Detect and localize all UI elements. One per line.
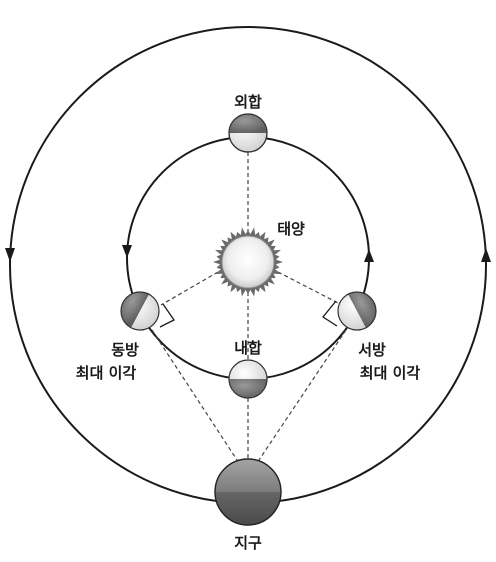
sight-lines	[151, 152, 347, 461]
planet-western-elongation	[337, 291, 377, 331]
earth-orbit-arrow-left	[5, 248, 15, 262]
label-sun: 태양	[277, 220, 305, 238]
planet-orbit-arrow-left	[122, 245, 132, 258]
sun-to-east-line	[160, 271, 219, 306]
earth-icon	[214, 458, 282, 526]
label-western-elongation-line2: 최대 이각	[360, 364, 421, 382]
earth-orbit-arrow-right	[481, 248, 491, 262]
west-to-earth-line	[258, 329, 347, 461]
label-western-elongation-line1: 서방	[358, 341, 386, 359]
planet-superior-conjunction	[228, 113, 268, 153]
planet-orbit-arrow-right	[364, 249, 374, 262]
label-inferior-conjunction: 내합	[234, 339, 262, 357]
sun-to-west-line	[277, 271, 339, 304]
east-to-earth-line	[151, 329, 238, 461]
planet-eastern-elongation	[120, 291, 160, 331]
label-eastern-elongation-line2: 최대 이각	[76, 364, 137, 382]
label-earth: 지구	[234, 534, 262, 552]
planet-inferior-conjunction	[228, 359, 268, 399]
label-eastern-elongation-line1: 동방	[111, 341, 139, 359]
sun-icon	[213, 227, 283, 297]
label-superior-conjunction: 외합	[234, 93, 262, 111]
west-right-angle-marker	[322, 300, 338, 327]
sun-core	[221, 235, 275, 289]
east-right-angle-marker	[159, 303, 175, 328]
